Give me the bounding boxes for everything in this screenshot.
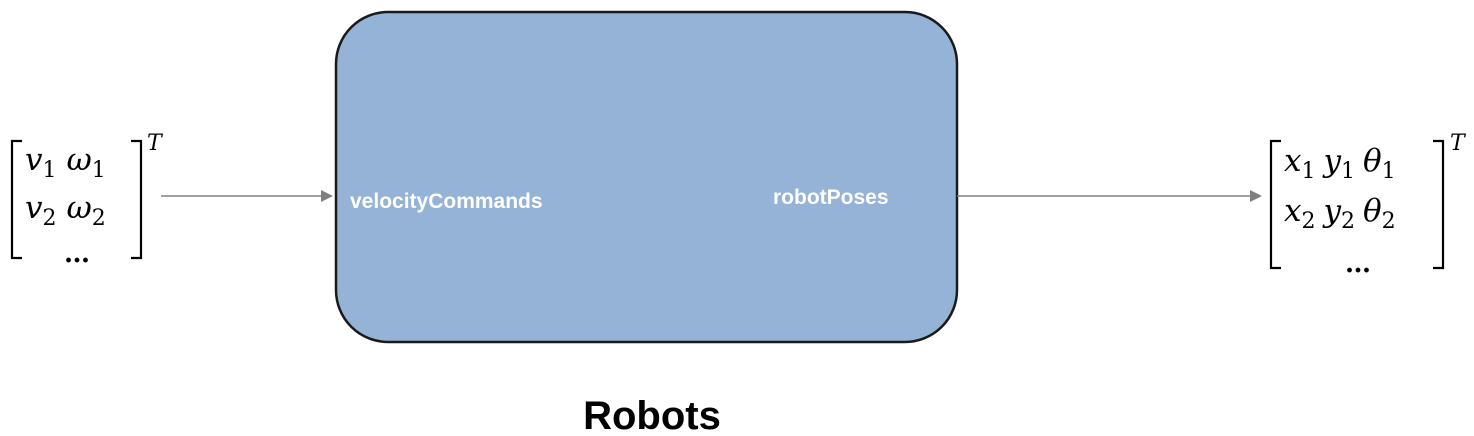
input-arrowhead-icon (321, 190, 333, 202)
block-title: Robots (583, 394, 721, 436)
input-matrix-right-bracket (131, 139, 143, 260)
output-connector (957, 190, 1262, 202)
input-connector (161, 190, 333, 202)
output-port-label: robotPoses (773, 186, 889, 209)
input-port-label: velocityCommands (350, 190, 543, 213)
robots-block[interactable]: velocityCommands robotPoses (334, 10, 959, 344)
output-matrix-left-bracket (1269, 139, 1281, 270)
robots-block-body[interactable] (334, 10, 959, 344)
input-matrix-left-bracket (10, 139, 22, 260)
output-matrix-right-bracket (1433, 139, 1445, 270)
input-matrix-transpose: T (147, 131, 164, 156)
output-arrowhead-icon (1250, 190, 1262, 202)
output-matrix-ellipsis: … (1345, 249, 1371, 279)
output-matrix-transpose: T (1450, 131, 1467, 156)
input-matrix-ellipsis: … (64, 239, 90, 269)
